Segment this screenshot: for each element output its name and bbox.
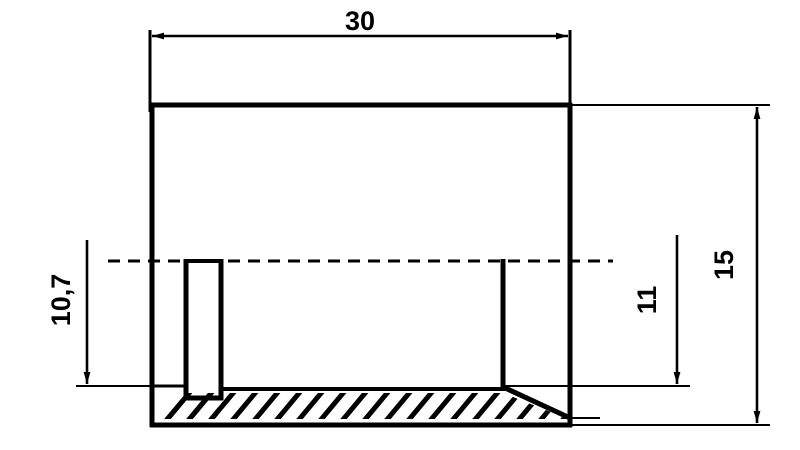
dimension-label-10-7: 10,7 bbox=[46, 274, 76, 327]
dimension-label-15: 15 bbox=[709, 250, 739, 280]
part-outline bbox=[149, 102, 573, 428]
section-hatch bbox=[159, 393, 566, 419]
chamfer-line bbox=[501, 384, 572, 421]
dimension-width-overall bbox=[148, 30, 572, 112]
dimension-label-30: 30 bbox=[345, 6, 375, 36]
internal-features bbox=[76, 104, 770, 426]
dimension-label-11: 11 bbox=[632, 286, 662, 315]
